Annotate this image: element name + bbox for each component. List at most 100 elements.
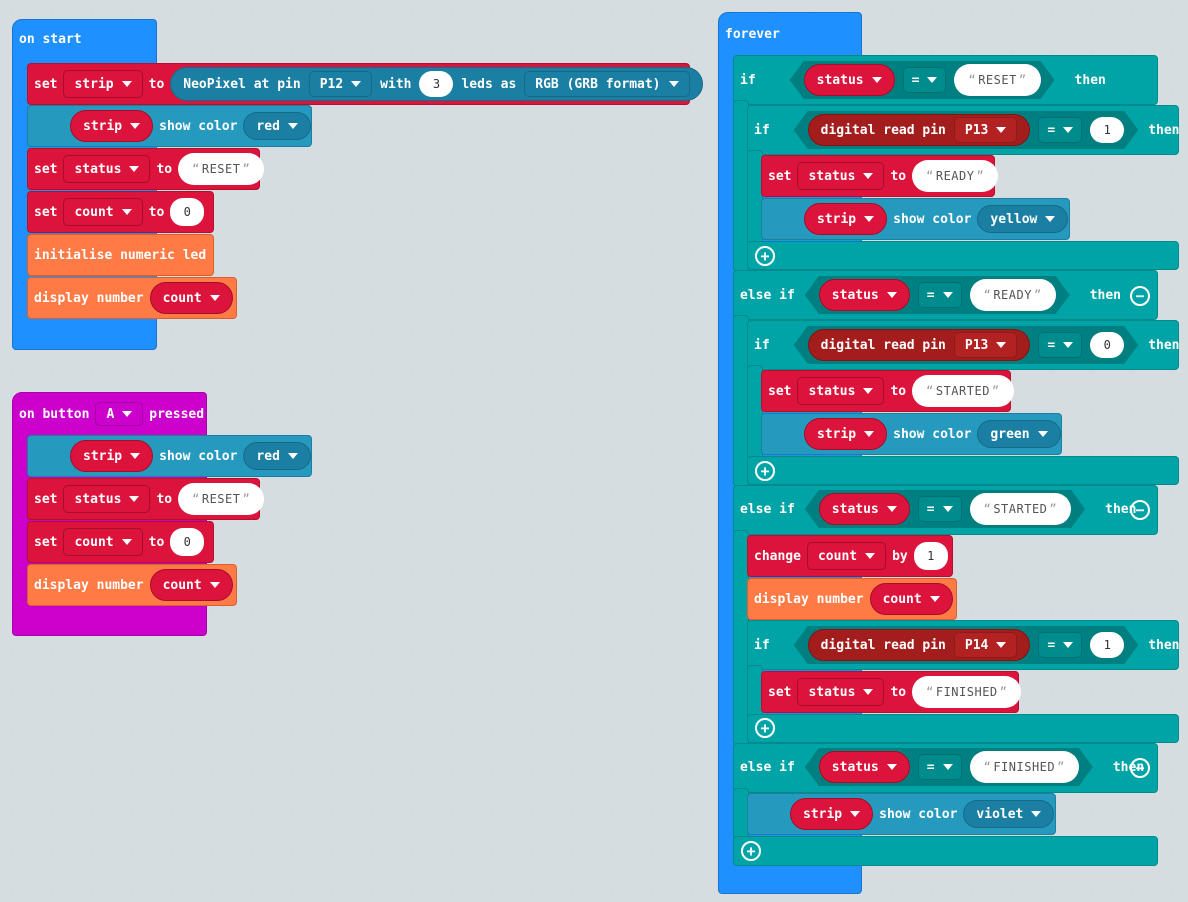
count-var-pill[interactable]: count [869, 583, 953, 615]
operator-dropdown[interactable]: = [903, 67, 947, 93]
count-var-pill[interactable]: count [149, 282, 233, 314]
string-input[interactable]: STARTED [970, 493, 1072, 525]
strip-var-pill[interactable]: strip [804, 203, 888, 235]
show-color-block[interactable]: strip show color violet [747, 793, 1056, 835]
display-number-block[interactable]: display number count [27, 277, 237, 319]
number-input[interactable]: 1 [1090, 632, 1124, 658]
color-dropdown[interactable]: green [977, 420, 1061, 448]
string-input[interactable]: FINISHED [970, 751, 1079, 783]
compare-block[interactable]: digital read pin P13 = 0 [794, 326, 1139, 364]
digital-read-block[interactable]: digital read pin P13 [808, 329, 1031, 361]
strip-var-pill[interactable]: strip [70, 440, 154, 472]
on-button-title: on button A pressed [19, 395, 204, 433]
color-dropdown[interactable]: violet [963, 800, 1055, 828]
add-else-if-icon[interactable]: + [741, 841, 761, 861]
strip-var-pill[interactable]: strip [790, 798, 874, 830]
show-color-block[interactable]: strip show color yellow [761, 198, 1070, 240]
remove-else-if-icon[interactable]: − [1130, 758, 1150, 778]
set-status-block[interactable]: set status to STARTED [761, 370, 1014, 412]
count-var-dropdown[interactable]: count [806, 542, 887, 570]
add-else-if-icon[interactable]: + [755, 461, 775, 481]
set-status-block[interactable]: set status to RESET [27, 148, 265, 190]
change-count-block[interactable]: change count by 1 [747, 535, 953, 577]
status-var-pill[interactable]: status [804, 64, 895, 96]
chevron-down-icon [929, 596, 940, 602]
pin-dropdown[interactable]: P13 [954, 117, 1017, 143]
set-keyword: set [768, 383, 792, 399]
string-input[interactable]: READY [970, 279, 1056, 311]
format-dropdown[interactable]: RGB (GRB format) [524, 71, 690, 97]
status-var-dropdown[interactable]: status [63, 485, 151, 513]
compare-block[interactable]: status = FINISHED [805, 748, 1093, 786]
strip-var-dropdown[interactable]: strip [63, 70, 143, 98]
status-label: status [831, 759, 879, 775]
remove-else-if-icon[interactable]: − [1130, 286, 1150, 306]
count-var-pill[interactable]: count [149, 569, 233, 601]
pin-dropdown[interactable]: P13 [954, 332, 1017, 358]
status-var-pill[interactable]: status [819, 751, 910, 783]
leds-count-input[interactable]: 3 [419, 71, 454, 97]
count-value-input[interactable]: 0 [170, 198, 205, 226]
color-dropdown[interactable]: yellow [977, 205, 1069, 233]
status-var-dropdown[interactable]: status [63, 155, 151, 183]
status-value-input[interactable]: STARTED [912, 375, 1014, 407]
pin-dropdown[interactable]: P14 [954, 632, 1017, 658]
string-input[interactable]: RESET [954, 64, 1040, 96]
set-strip-block[interactable]: set strip to NeoPixel at pin P12 with 3 … [27, 63, 703, 105]
operator-dropdown[interactable]: = [1038, 332, 1082, 358]
display-number-block[interactable]: display number count [747, 578, 957, 620]
status-value-input[interactable]: READY [912, 160, 999, 192]
operator-dropdown[interactable]: = [918, 754, 962, 780]
forever-label: forever [725, 26, 780, 42]
pin-dropdown[interactable]: P12 [308, 71, 373, 97]
initialise-label: initialise numeric led [34, 247, 207, 263]
count-var-dropdown[interactable]: count [63, 198, 143, 226]
compare-block[interactable]: status = STARTED [805, 490, 1085, 528]
compare-block[interactable]: digital read pin P13 = 1 [794, 111, 1139, 149]
set-count-block[interactable]: set count to 0 [27, 191, 214, 233]
status-var-dropdown[interactable]: status [797, 377, 885, 405]
operator-dropdown[interactable]: = [918, 496, 962, 522]
color-dropdown[interactable]: red [243, 442, 311, 470]
set-status-block[interactable]: set status to FINISHED [761, 671, 1022, 713]
pin-label: P13 [964, 122, 989, 138]
by-value-input[interactable]: 1 [913, 542, 948, 570]
display-number-block[interactable]: display number count [27, 564, 237, 606]
show-color-block[interactable]: strip show color green [761, 413, 1062, 455]
compare-block[interactable]: status = READY [805, 276, 1070, 314]
count-var-dropdown[interactable]: count [63, 528, 143, 556]
button-dropdown[interactable]: A [95, 402, 144, 426]
strip-var-pill[interactable]: strip [804, 418, 888, 450]
compare-block[interactable]: digital read pin P14 = 1 [794, 626, 1139, 664]
color-dropdown[interactable]: red [243, 112, 311, 140]
count-label: count [162, 577, 202, 593]
status-value-input[interactable]: FINISHED [912, 676, 1022, 708]
strip-var-pill[interactable]: strip [70, 110, 154, 142]
remove-else-if-icon[interactable]: − [1130, 500, 1150, 520]
status-value-input[interactable]: RESET [178, 153, 265, 185]
status-value-input[interactable]: RESET [178, 483, 265, 515]
compare-block[interactable]: status = RESET [790, 61, 1055, 99]
operator-dropdown[interactable]: = [918, 282, 962, 308]
digital-read-block[interactable]: digital read pin P14 [808, 629, 1031, 661]
status-var-dropdown[interactable]: status [797, 678, 885, 706]
add-else-if-icon[interactable]: + [755, 246, 775, 266]
status-var-dropdown[interactable]: status [797, 162, 885, 190]
show-color-block[interactable]: strip show color red [27, 105, 312, 147]
neopixel-create-block[interactable]: NeoPixel at pin P12 with 3 leds as RGB (… [170, 67, 703, 101]
operator-dropdown[interactable]: = [1038, 117, 1082, 143]
set-status-block[interactable]: set status to RESET [27, 478, 265, 520]
status-var-pill[interactable]: status [819, 279, 910, 311]
status-var-pill[interactable]: status [819, 493, 910, 525]
number-input[interactable]: 1 [1090, 117, 1124, 143]
add-else-if-icon[interactable]: + [755, 718, 775, 738]
initialise-numeric-led-block[interactable]: initialise numeric led [27, 234, 214, 276]
set-status-block[interactable]: set status to READY [761, 155, 999, 197]
digital-read-block[interactable]: digital read pin P13 [808, 114, 1031, 146]
operator-dropdown[interactable]: = [1038, 632, 1082, 658]
count-value-input[interactable]: 0 [170, 528, 205, 556]
show-color-block[interactable]: strip show color red [27, 435, 312, 477]
number-input[interactable]: 0 [1090, 332, 1124, 358]
set-count-block[interactable]: set count to 0 [27, 521, 214, 563]
